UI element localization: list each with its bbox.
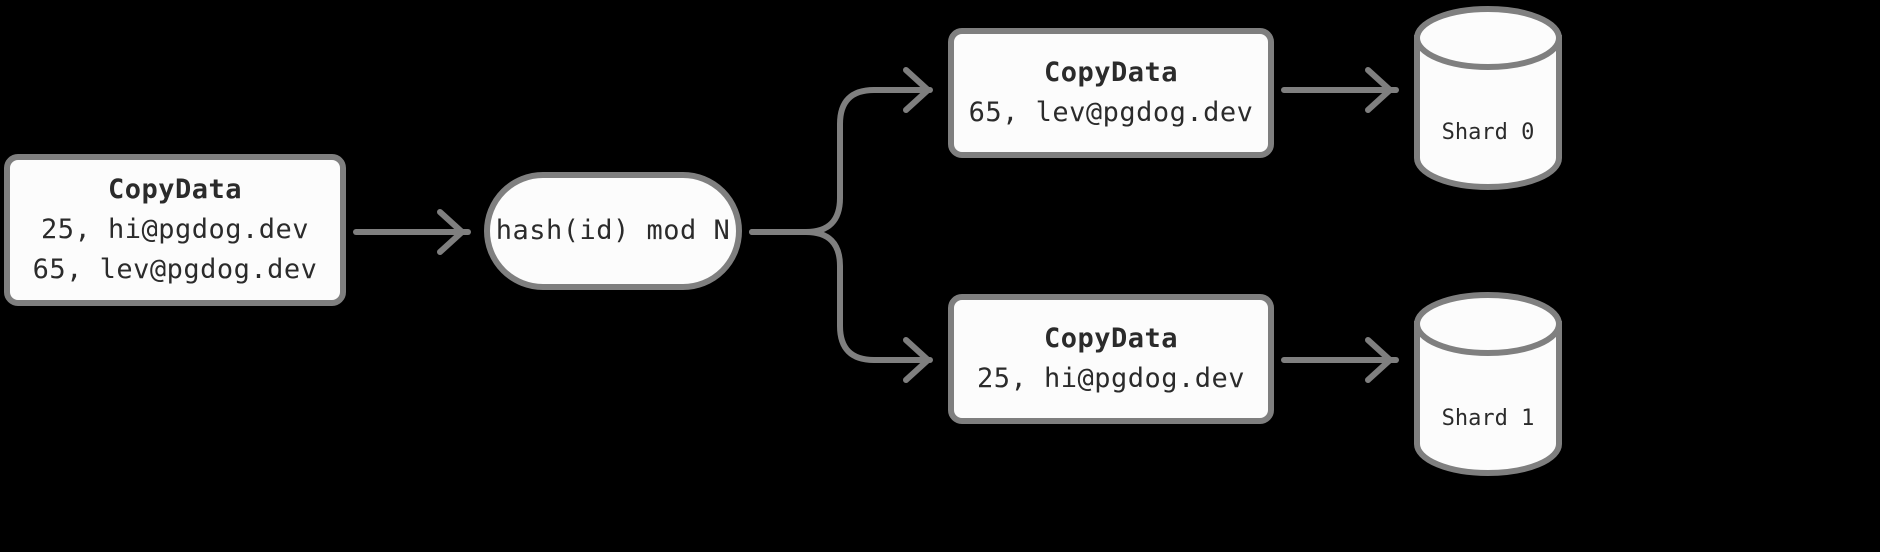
- edge-hash-to-shard0-payload: [749, 67, 933, 235]
- shard0-payload-title: CopyData: [1043, 57, 1179, 88]
- shard0-label: Shard 0: [1441, 120, 1535, 145]
- source-row-1: 25, hi@pgdog.dev: [40, 214, 310, 245]
- source-title: CopyData: [107, 174, 243, 205]
- shard1-label: Shard 1: [1441, 406, 1535, 431]
- node-source-copydata[interactable]: CopyData 25, hi@pgdog.dev 65, lev@pgdog.…: [4, 154, 346, 306]
- hash-label: hash(id) mod N: [495, 215, 731, 246]
- edge-hash-to-shard1-payload: [749, 229, 933, 383]
- shard0-payload-row-1: 65, lev@pgdog.dev: [968, 97, 1254, 128]
- node-shard0-database[interactable]: Shard 0: [1412, 4, 1564, 192]
- edge-shard1-payload-to-shard1: [1281, 337, 1399, 383]
- edge-source-to-hash: [353, 209, 471, 255]
- shard1-payload-title: CopyData: [1043, 323, 1179, 354]
- shard1-payload-row-1: 25, hi@pgdog.dev: [976, 363, 1246, 394]
- node-shard1-database[interactable]: Shard 1: [1412, 290, 1564, 478]
- node-shard0-copydata[interactable]: CopyData 65, lev@pgdog.dev: [948, 28, 1274, 158]
- database-icon: [1414, 6, 1562, 190]
- node-shard1-copydata[interactable]: CopyData 25, hi@pgdog.dev: [948, 294, 1274, 424]
- database-icon: [1414, 292, 1562, 476]
- edge-shard0-payload-to-shard0: [1281, 67, 1399, 113]
- node-hash-function[interactable]: hash(id) mod N: [484, 172, 742, 290]
- source-row-2: 65, lev@pgdog.dev: [32, 254, 318, 285]
